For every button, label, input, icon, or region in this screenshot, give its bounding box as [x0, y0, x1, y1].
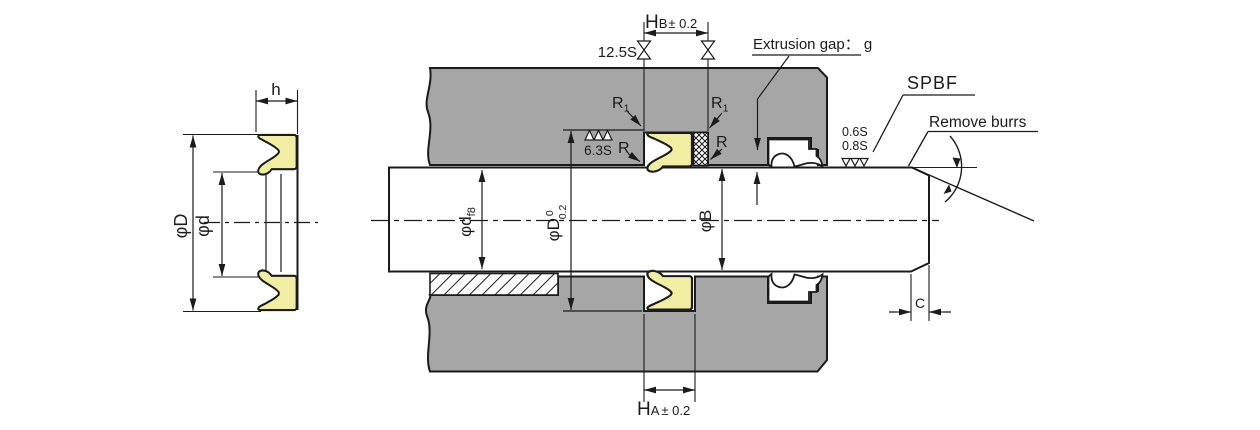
backup-ring: [692, 131, 709, 167]
groove-dia-label: φD00.2: [544, 204, 569, 241]
chamfer-angle-arrow-down: [952, 157, 961, 168]
hb-dimension-label: HB± 0.2: [645, 12, 697, 33]
lower-housing: [425, 275, 828, 373]
chamfer-construction-diagonal: [911, 166, 1035, 222]
extrusion-gap-label: Extrusion gap： g: [753, 36, 872, 53]
seal-lip-bottom: [257, 269, 298, 312]
rod-finish-label-1: 0.6S: [842, 125, 868, 139]
radius-r1-left-leader: [626, 110, 642, 127]
groove-side-finish-label: 12.5S: [598, 44, 637, 61]
section-view: C HB± 0.2 12.5S 6.3S R1 R1 R R Extrusion…: [371, 12, 1038, 420]
installed-seal-top: [646, 131, 694, 173]
radius-r-left-label: R: [618, 140, 630, 157]
burr-note-leader: [907, 131, 929, 167]
extrusion-gap-leader: [754, 55, 790, 150]
rod-finish-marks: [841, 157, 869, 168]
rod-dia-label: φdf8: [456, 207, 478, 237]
radius-r-right-label: R: [716, 134, 728, 151]
left-view-seal-cross-section: h φD φd: [171, 80, 318, 313]
seal-lip-top: [257, 133, 298, 176]
groove-root-finish-mark: [584, 129, 613, 141]
radius-r1-right-label: R1: [711, 95, 729, 115]
seal-id-label: φB: [696, 210, 715, 232]
h-dimension-label: h: [271, 80, 280, 99]
seal-model-leader: [872, 94, 904, 153]
c-dimension-label: C: [915, 295, 925, 311]
rod-finish-label-2: 0.8S: [842, 139, 868, 153]
radius-r-right-leader: [710, 148, 723, 160]
radius-r-left-leader: [627, 152, 641, 162]
groove-root-finish-label: 6.3S: [584, 143, 612, 158]
seal-model-label: SPBF: [907, 73, 958, 93]
burr-note-label: Remove burrs: [929, 114, 1027, 131]
groove-side-finish-mark: [636, 40, 716, 60]
phid-dimension-label: φd: [193, 215, 213, 237]
radius-r1-left-label: R1: [612, 95, 630, 115]
ha-dimension-label: HA± 0.2: [637, 399, 690, 420]
chamfer-angle-arc: [944, 135, 963, 203]
installed-seal-bottom: [646, 269, 694, 311]
radius-r1-right-leader: [709, 112, 723, 129]
phiD-dimension-label: φD: [171, 214, 191, 239]
chamfer-angle-arrow-up: [943, 184, 952, 194]
bearing-hatched-section: [429, 272, 559, 296]
